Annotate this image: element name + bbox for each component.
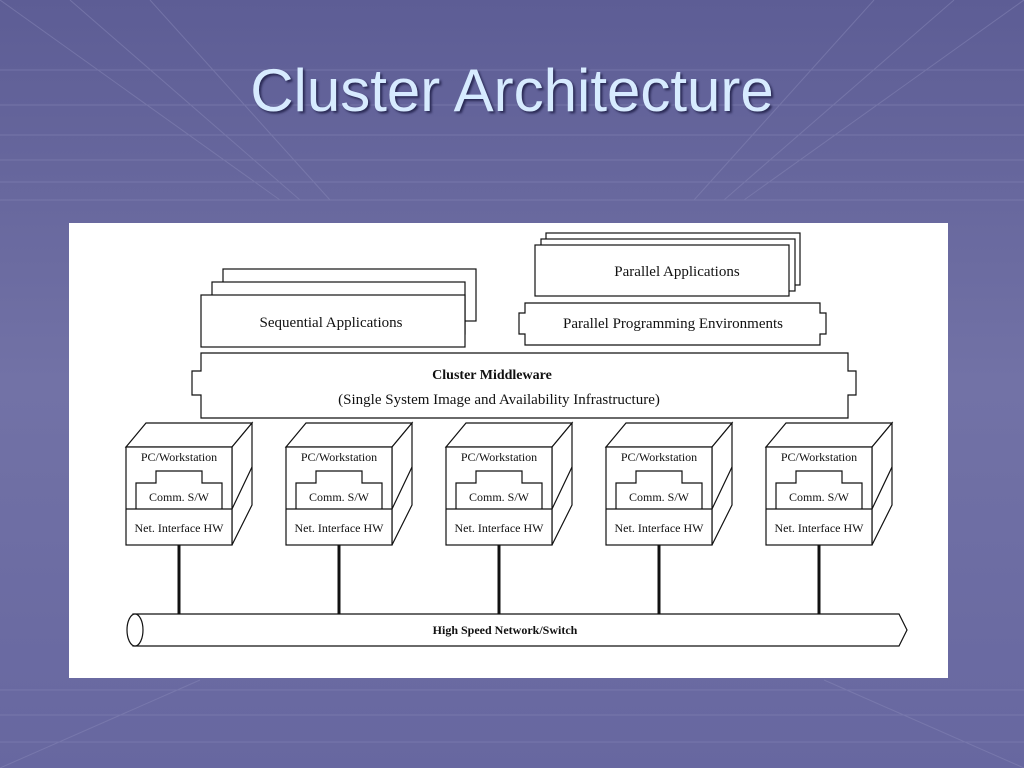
cluster-architecture-diagram: Sequential Applications Parallel Applica… <box>69 223 948 678</box>
net-interface-hw-label: Net. Interface HW <box>615 521 705 535</box>
cluster-middleware-box: Cluster Middleware (Single System Image … <box>191 352 857 419</box>
comm-sw-box <box>135 470 223 509</box>
sequential-applications-stack: Sequential Applications <box>200 268 477 348</box>
cluster-middleware-title: Cluster Middleware <box>432 368 552 383</box>
comm-sw-label: Comm. S/W <box>789 490 850 504</box>
pc-workstation-label: PC/Workstation <box>621 450 697 464</box>
net-interface-hw-label: Net. Interface HW <box>455 521 545 535</box>
node-side-divider <box>231 466 253 510</box>
node-side-divider <box>391 466 413 510</box>
net-interface-hw-label: Net. Interface HW <box>135 521 225 535</box>
sequential-applications-label: Sequential Applications <box>260 315 403 331</box>
pc-workstation-label: PC/Workstation <box>781 450 857 464</box>
node-front-face <box>605 446 713 546</box>
parallel-applications-label: Parallel Applications <box>614 264 740 280</box>
node-front-face <box>125 446 233 546</box>
node-front-face <box>765 446 873 546</box>
parallel-applications-stack: Parallel Applications <box>534 232 801 297</box>
high-speed-network-switch: High Speed Network/Switch <box>126 613 908 647</box>
parallel-programming-environments-label: Parallel Programming Environments <box>563 316 783 332</box>
net-interface-hw-label: Net. Interface HW <box>295 521 385 535</box>
pc-workstation-label: PC/Workstation <box>461 450 537 464</box>
high-speed-network-label: High Speed Network/Switch <box>433 623 578 637</box>
comm-sw-box <box>775 470 863 509</box>
comm-sw-box <box>455 470 543 509</box>
comm-sw-box <box>295 470 383 509</box>
pc-workstation-label: PC/Workstation <box>141 450 217 464</box>
node-top-face <box>124 422 254 448</box>
node-top-face <box>444 422 574 448</box>
comm-sw-label: Comm. S/W <box>149 490 210 504</box>
node-side-divider <box>551 466 573 510</box>
node-front-face <box>285 446 393 546</box>
net-interface-hw-label: Net. Interface HW <box>775 521 865 535</box>
cluster-middleware-subtitle: (Single System Image and Availability In… <box>338 392 660 408</box>
node-top-face <box>604 422 734 448</box>
node-side-divider <box>871 466 893 510</box>
comm-sw-label: Comm. S/W <box>629 490 690 504</box>
pc-workstation-label: PC/Workstation <box>301 450 377 464</box>
comm-sw-label: Comm. S/W <box>469 490 530 504</box>
comm-sw-label: Comm. S/W <box>309 490 370 504</box>
node-front-face <box>445 446 553 546</box>
slide-title: Cluster Architecture <box>250 57 774 124</box>
comm-sw-box <box>615 470 703 509</box>
node-top-face <box>284 422 414 448</box>
node-top-face <box>764 422 894 448</box>
parallel-programming-environments-box: Parallel Programming Environments <box>518 302 827 346</box>
node-side-divider <box>711 466 733 510</box>
